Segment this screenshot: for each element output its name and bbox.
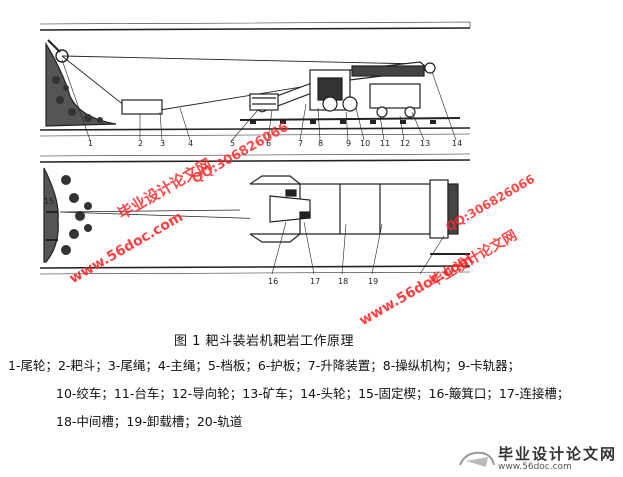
part-num-2: 2 [138,139,143,148]
part-num-3: 3 [160,139,165,148]
part-num-11: 11 [380,139,390,148]
part-num-15: 15 [44,197,54,206]
legend-line-2: 10-绞车；11-台车；12-导向轮；13-矿车；14-头轮；15-固定楔；16… [56,386,570,401]
part-num-9: 9 [346,139,351,148]
part-num-5: 5 [230,139,235,148]
part-num-19: 19 [368,277,378,286]
plan-view-part-numbers: 16 17 18 19 15 [44,197,378,286]
footer-logo-name: 毕业设计论文网 [498,445,618,463]
part-num-12: 12 [400,139,410,148]
legend-line-1: 1-尾轮；2-耙斗；3-尾绳；4-主绳；5-档板；6-护板；7-升降装置；8-操… [8,358,521,373]
footer-logo-url: www.56doc.com [498,462,572,472]
part-num-1: 1 [88,139,93,148]
figure-caption: 图 1 耙斗装岩机耙岩工作原理 [174,334,355,349]
part-num-14: 14 [452,139,462,148]
part-num-18: 18 [338,277,348,286]
plan-view [39,153,471,275]
side-view [39,21,471,141]
part-num-4: 4 [188,139,193,148]
part-num-13: 13 [420,139,430,148]
legend-line-3: 18-中间槽；19-卸载槽；20-轨道 [56,414,243,429]
footer-logo-icon [459,451,495,467]
part-num-7: 7 [298,139,303,148]
part-num-17: 17 [310,277,320,286]
part-num-6: 6 [266,139,271,148]
part-num-10: 10 [360,139,370,148]
loader-diagram: 1 2 3 4 5 6 7 8 9 10 11 12 13 14 [39,21,471,286]
side-view-part-numbers: 1 2 3 4 5 6 7 8 9 10 11 12 13 14 [88,139,462,148]
part-num-16: 16 [268,277,278,286]
part-num-8: 8 [318,139,323,148]
